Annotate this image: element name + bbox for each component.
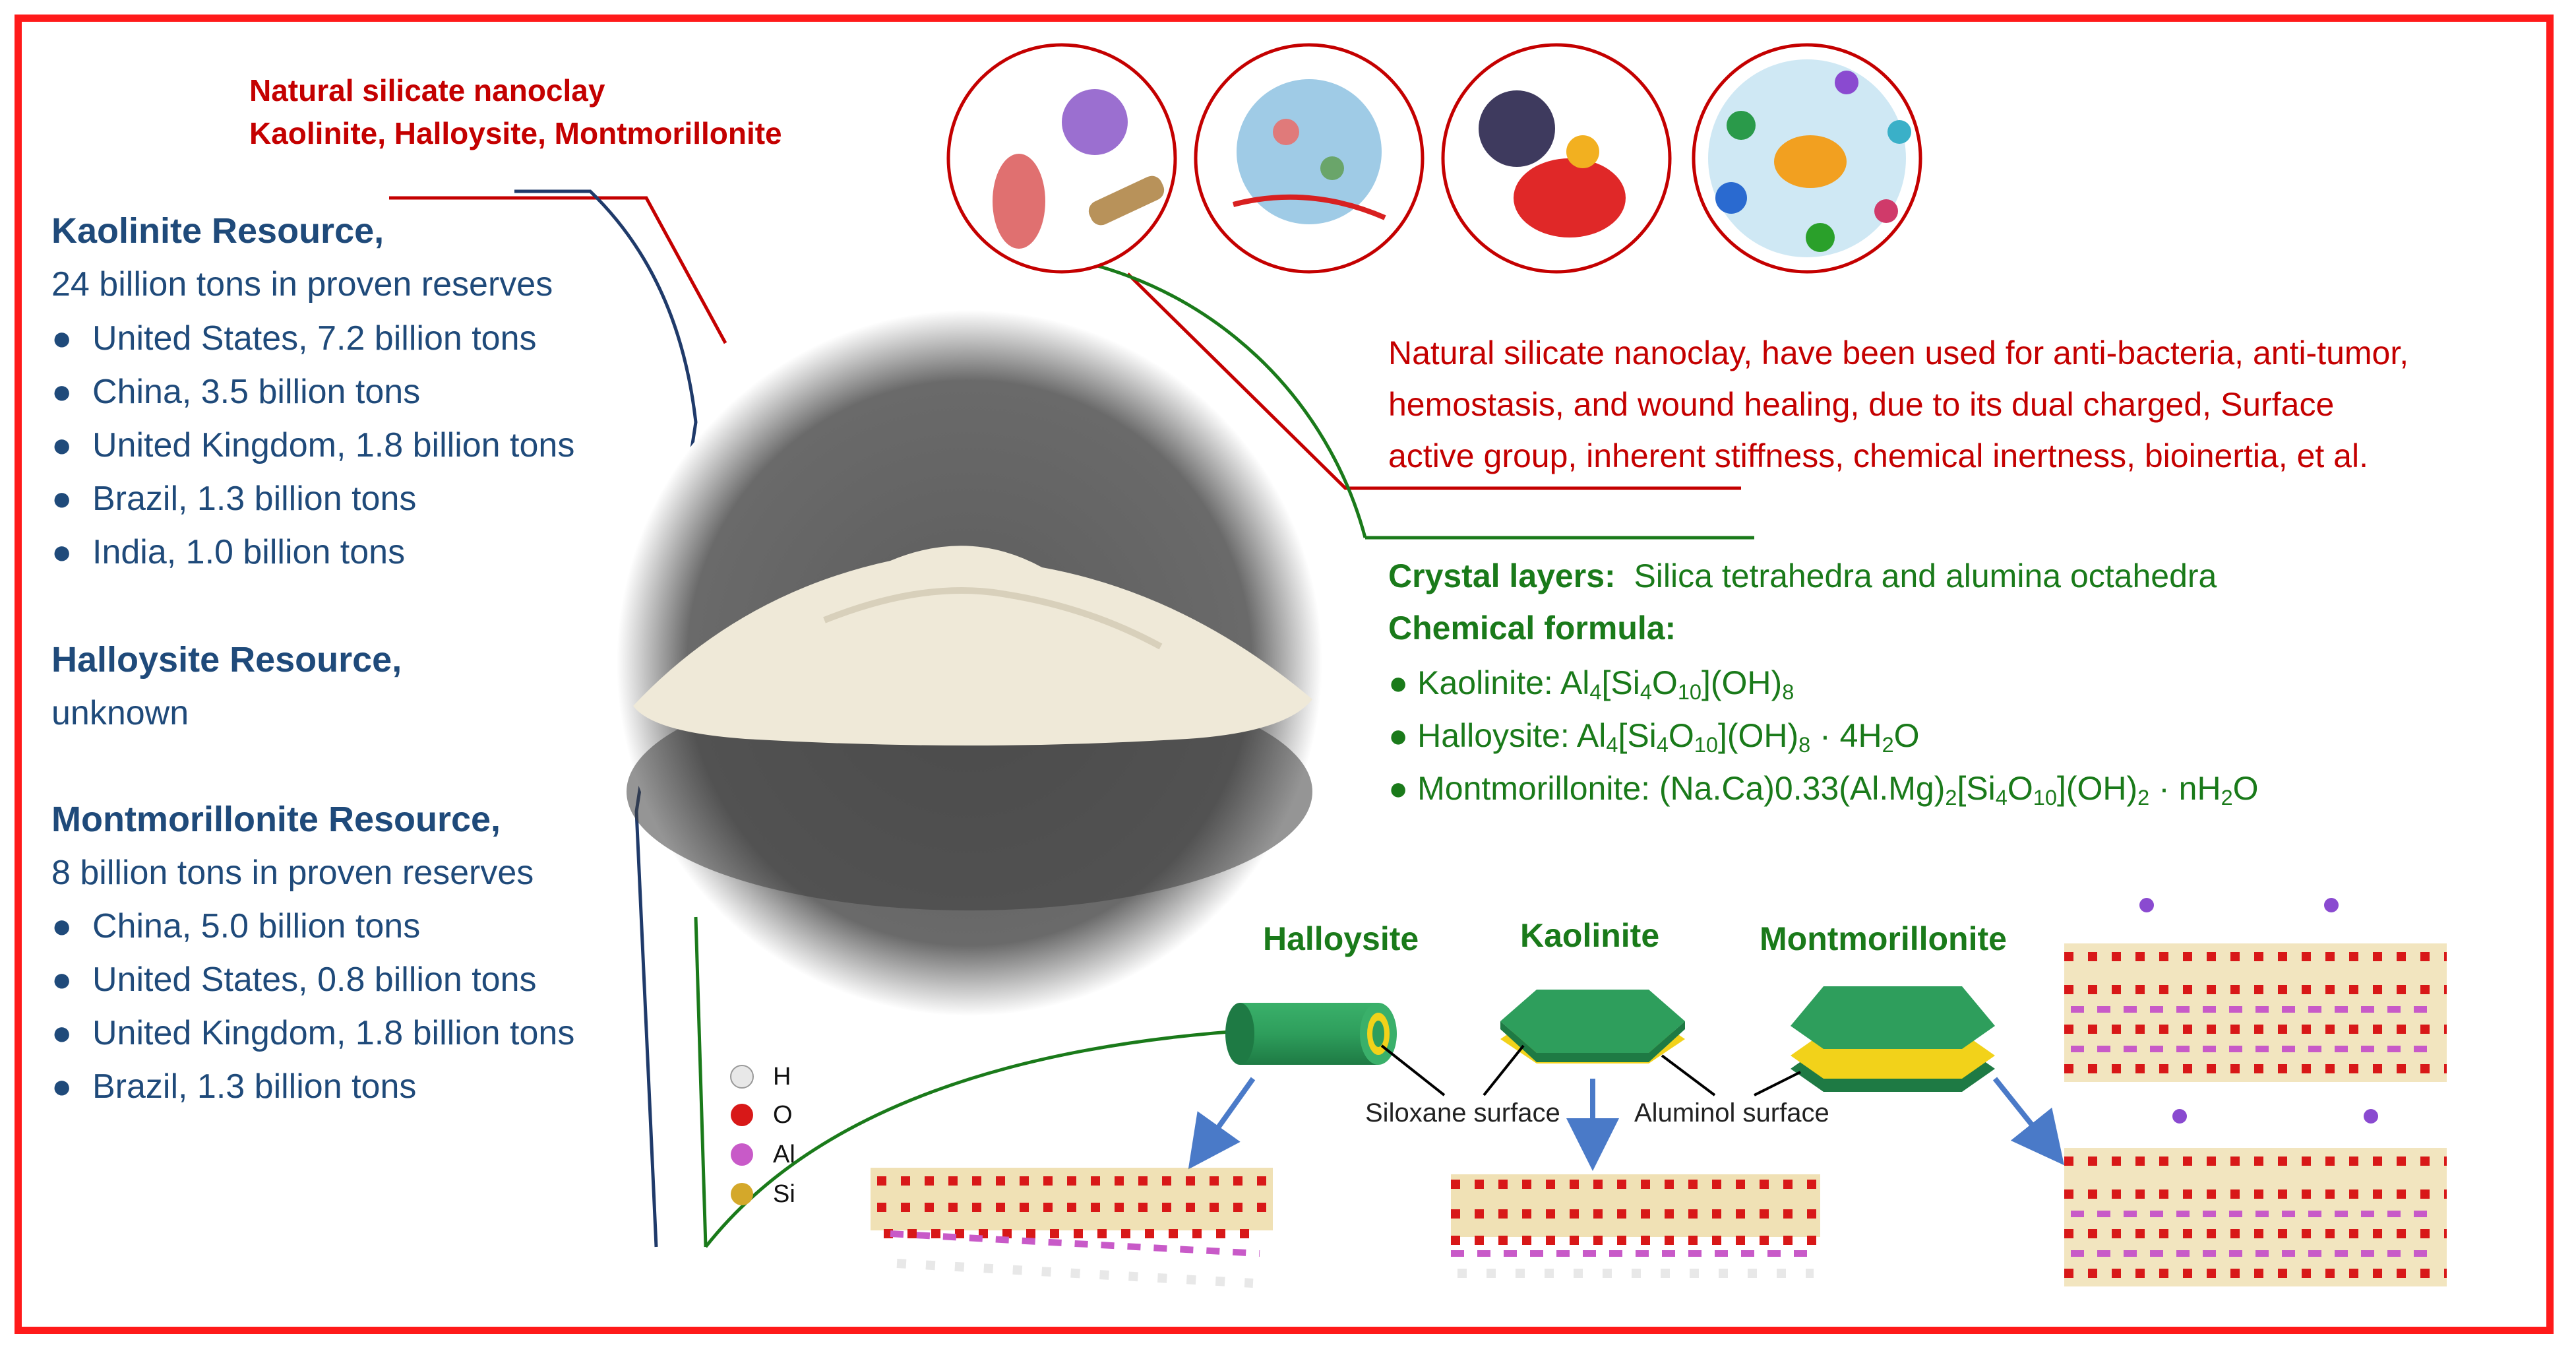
legend-si-label: Si [773, 1180, 795, 1208]
red-border-frame [15, 15, 2554, 1334]
montmorillonite-structure-bottom [2064, 1109, 2447, 1286]
atom-legend [730, 1065, 754, 1205]
siloxane-surface-label: Siloxane surface [1365, 1098, 1560, 1127]
green-arc-bottom [694, 916, 708, 1248]
halloysite-label: Halloysite [1263, 920, 1419, 957]
legend-al-ball [731, 1143, 753, 1166]
header-line-2: Kaolinite, Halloysite, Montmorillonite [249, 116, 782, 150]
blue-connector [514, 189, 698, 1248]
siloxane-pointer-2 [1483, 1044, 1525, 1096]
aluminol-pointer-2 [1754, 1071, 1801, 1096]
montmorillonite-formula: ● Montmorillonite: (Na.Ca)0.33(Al.Mg)2[S… [1388, 770, 2259, 810]
kaolinite-item: ●China, 3.5 billion tons [51, 373, 421, 411]
montmorillonite-plate [1791, 986, 1995, 1092]
bacteria-icon [946, 43, 1177, 274]
montmorillonite-item: ●United States, 0.8 billion tons [51, 961, 537, 999]
halloysite-formula: ● Halloysite: Al4[Si4O10](OH)8 · 4H2O [1388, 717, 1920, 757]
montmorillonite-item: ●United Kingdom, 1.8 billion tons [51, 1014, 575, 1052]
legend-o-ball [731, 1104, 753, 1126]
legend-h-label: H [773, 1063, 791, 1091]
kaolinite-resource-title: Kaolinite Resource, [51, 211, 384, 251]
aluminol-surface-label: Aluminol surface [1634, 1098, 1829, 1127]
tumor-tissue-icon [1194, 43, 1425, 274]
kaolinite-item: ●United Kingdom, 1.8 billion tons [51, 426, 575, 464]
aluminol-pointer [1661, 1054, 1716, 1096]
halloysite-resource-subtitle: unknown [51, 694, 189, 732]
clay-powder-photo [617, 310, 1322, 1016]
blood-cell-icon [1441, 43, 1672, 274]
kaolinite-formula: ● Kaolinite: Al4[Si4O10](OH)8 [1388, 664, 1794, 705]
applications-line-1: Natural silicate nanoclay, have been use… [1388, 334, 2409, 371]
legend-h-ball [730, 1065, 754, 1089]
montmorillonite-structure-top [2064, 898, 2447, 1082]
red-connector-right [1126, 272, 1741, 490]
legend-si-ball [731, 1183, 753, 1205]
chemical-formula-label: Chemical formula: [1388, 610, 1676, 647]
legend-o-label: O [773, 1101, 793, 1129]
kaolinite-structure [1451, 1174, 1820, 1278]
applications-line-3: active group, inherent stiffness, chemic… [1388, 437, 2368, 474]
kaolinite-plate [1500, 990, 1685, 1063]
kaolinite-item: ●India, 1.0 billion tons [51, 533, 406, 571]
applications-line-2: hemostasis, and wound healing, due to it… [1388, 386, 2335, 423]
siloxane-pointer [1380, 1044, 1446, 1096]
crystal-layers: Crystal layers: Silica tetrahedra and al… [1388, 557, 2217, 594]
halloysite-tube [1225, 1003, 1397, 1065]
halloysite-arrow [1188, 1077, 1256, 1170]
header-line-1: Natural silicate nanoclay [249, 73, 605, 108]
montmorillonite-resource-subtitle: 8 billion tons in proven reserves [51, 854, 534, 892]
cell-particles-icon [1692, 43, 1922, 274]
halloysite-resource-title: Halloysite Resource, [51, 640, 402, 680]
montmorillonite-item: ●Brazil, 1.3 billion tons [51, 1067, 417, 1106]
halloysite-structure [871, 1168, 1273, 1288]
kaolinite-resource-subtitle: 24 billion tons in proven reserves [51, 265, 553, 303]
kaolinite-item: ●Brazil, 1.3 billion tons [51, 480, 417, 518]
montmorillonite-resource-title: Montmorillonite Resource, [51, 800, 501, 839]
kaolinite-item: ●United States, 7.2 billion tons [51, 319, 537, 358]
legend-al-label: Al [773, 1141, 795, 1168]
montmorillonite-arrow [1992, 1077, 2064, 1166]
montmorillonite-item: ●China, 5.0 billion tons [51, 907, 421, 945]
red-connector-left [389, 196, 727, 344]
kaolinite-label: Kaolinite [1520, 917, 1660, 954]
montmorillonite-label: Montmorillonite [1760, 920, 2007, 957]
